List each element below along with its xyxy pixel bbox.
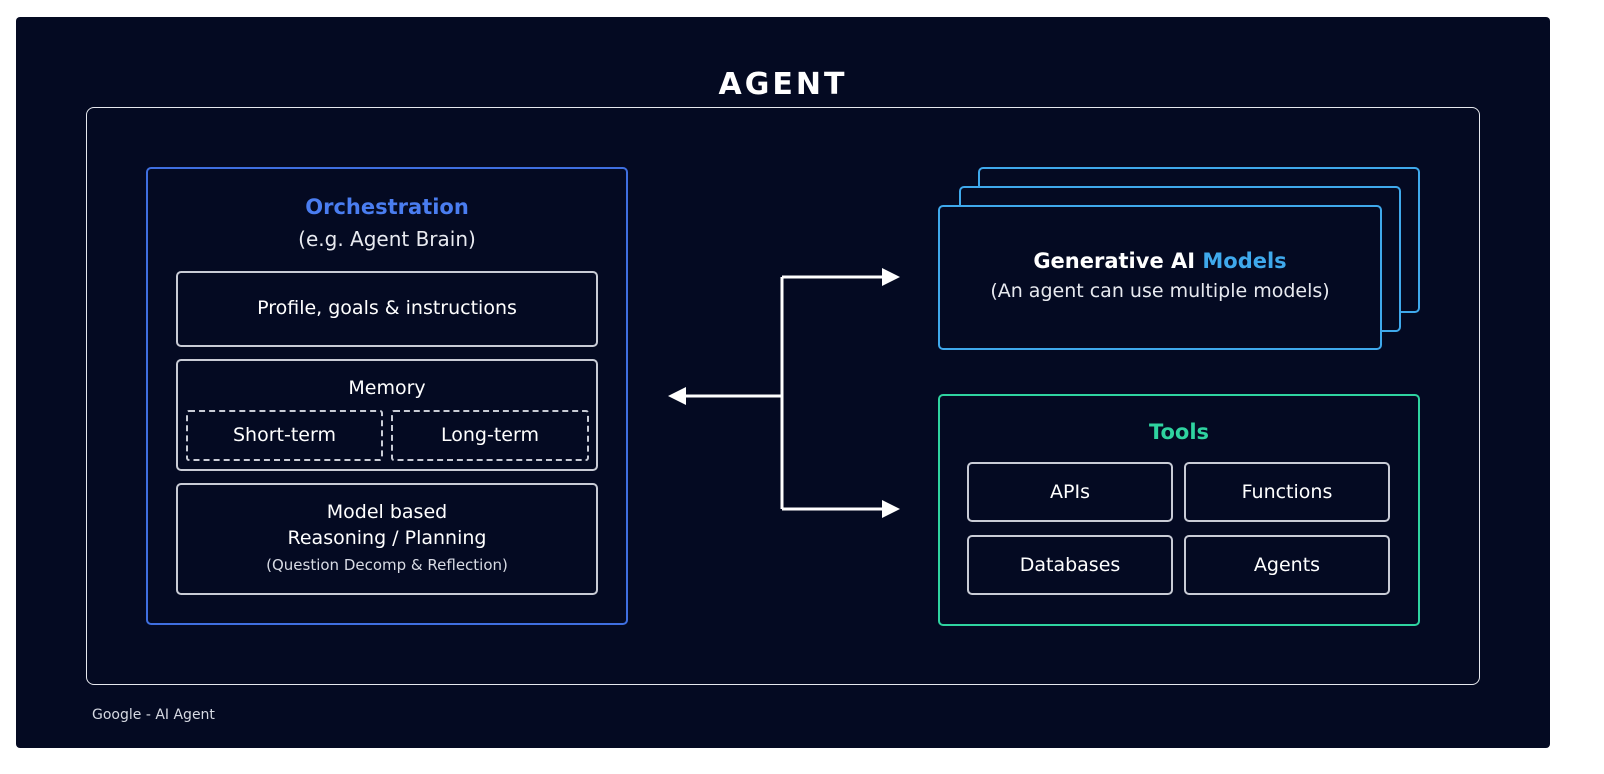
profile-label: Profile, goals & instructions [257,297,517,319]
short-term-label: Short-term [233,424,336,446]
short-term-memory: Short-term [186,410,383,461]
tool-databases: Databases [967,535,1173,595]
reasoning-line2: Reasoning / Planning [287,527,487,549]
memory-box: Memory Short-term Long-term [176,359,598,471]
source-caption: Google - AI Agent [92,707,215,723]
arrowhead-to-tools [882,500,900,518]
tool-agents: Agents [1184,535,1390,595]
models-title: Generative AI Models [938,249,1382,273]
model-card-front [938,205,1382,350]
tool-functions: Functions [1184,462,1390,522]
reasoning-line1: Model based [326,501,448,523]
agent-boundary [86,107,1480,685]
tool-functions-label: Functions [1241,481,1333,503]
orchestration-title: Orchestration [305,195,469,219]
reasoning-box: Model based Reasoning / Planning (Questi… [176,483,598,595]
reasoning-line3: (Question Decomp & Reflection) [266,556,508,574]
profile-box: Profile, goals & instructions [176,271,598,347]
orchestration-subtitle: (e.g. Agent Brain) [298,227,476,251]
diagram-title: AGENT [718,67,848,102]
models-subtitle: (An agent can use multiple models) [990,280,1330,302]
memory-title: Memory [348,377,426,399]
models-title-highlight: Models [1202,249,1287,273]
models-title-prefix: Generative AI [1033,249,1203,273]
orchestration-box [146,167,628,625]
long-term-memory: Long-term [391,410,589,461]
long-term-label: Long-term [441,424,539,446]
tool-databases-label: Databases [1019,554,1121,576]
diagram-canvas: AGENT Orchestration (e.g. Agent Brain) P… [16,17,1550,748]
arrowhead-to-models [882,268,900,286]
tools-box [938,394,1420,626]
tools-title: Tools [1148,420,1210,444]
tool-agents-label: Agents [1253,554,1321,576]
connector-arrows [668,268,900,518]
tool-apis-label: APIs [1050,481,1090,503]
tool-apis: APIs [967,462,1173,522]
arrowhead-to-orchestration [668,387,686,405]
